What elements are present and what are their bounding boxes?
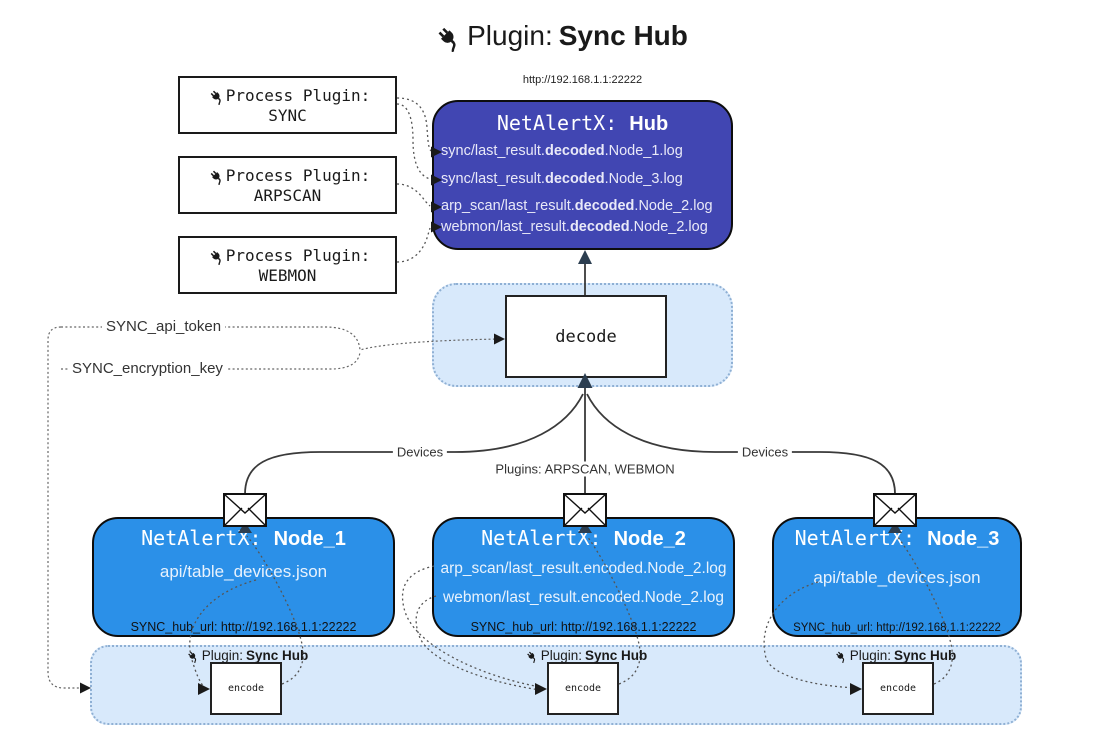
node2-hub-url: SYNC_hub_url: http://192.168.1.1:22222 (470, 620, 697, 634)
log-bold: decoded (574, 198, 635, 214)
encode-box-1: encode (210, 662, 282, 715)
log-post: .Node_1.log (604, 143, 683, 159)
hub-log-row: sync/last_result.decoded.Node_1.log (441, 143, 733, 161)
node3-file: api/table_devices.json (813, 568, 981, 587)
process-plugin-webmon-box: Process Plugin: WEBMON (178, 236, 397, 294)
process-plugin-arpscan-line1: Process Plugin: (205, 165, 371, 185)
badge-bold: Sync Hub (894, 648, 957, 663)
node3-title: NetAlertX: Node_3 (772, 526, 1022, 551)
plugins-edge-label: Plugins: ARPSCAN, WEBMON (491, 461, 679, 477)
node1-file: api/table_devices.json (159, 562, 328, 581)
node1-title: NetAlertX: Node_1 (92, 526, 395, 551)
log-bold: decoded (569, 219, 630, 235)
log-post: .Node_3.log (604, 171, 683, 187)
encode-box-3: encode (862, 662, 934, 715)
badge-bold: Sync Hub (246, 648, 309, 663)
page-title: Plugin: Sync Hub (0, 16, 1117, 56)
sync-encryption-key-label: SYNC_encryption_key (68, 360, 227, 377)
encode-box-2: encode (547, 662, 619, 715)
plug-icon (523, 648, 538, 663)
decode-box: decode (505, 295, 667, 378)
log-bold: decoded (544, 171, 605, 187)
badge-bold: Sync Hub (585, 648, 648, 663)
node-title-name: Node_2 (613, 528, 686, 550)
title-pre: Plugin: (467, 20, 553, 51)
log-pre: arp_scan/last_result. (441, 198, 575, 214)
hub-log-row: arp_scan/last_result.decoded.Node_2.log (441, 198, 733, 216)
badge-pre: Plugin: (849, 648, 892, 663)
process-plugin-webmon-name: WEBMON (258, 265, 317, 285)
log-pre: sync/last_result. (441, 171, 545, 187)
process-plugin-arpscan-box: Process Plugin: ARPSCAN (178, 156, 397, 214)
badge-pre: Plugin: (540, 648, 583, 663)
plug-icon (429, 20, 461, 52)
log-pre: webmon/last_result. (441, 219, 570, 235)
node-title-prefix: NetAlertX: (141, 526, 274, 550)
node-title-name: Node_1 (273, 528, 346, 550)
title-bold: Sync Hub (558, 20, 688, 51)
process-plugin-sync-line1: Process Plugin: (205, 85, 371, 105)
hub-url: http://192.168.1.1:22222 (522, 74, 643, 86)
badge-pre: Plugin: (201, 648, 244, 663)
log-post: .Node_2.log (629, 219, 708, 235)
hub-log-row: sync/last_result.decoded.Node_3.log (441, 171, 733, 189)
process-plugin-label: Process Plugin: (225, 245, 371, 265)
log-pre: sync/last_result. (441, 143, 545, 159)
log-bold: decoded (544, 143, 605, 159)
log-post: .Node_2.log (634, 198, 713, 214)
node1-hub-url: SYNC_hub_url: http://192.168.1.1:22222 (130, 620, 357, 634)
connectors-config (47, 326, 505, 694)
node-title-name: Node_3 (927, 528, 1000, 550)
sync-hub-badge-1: Plugin: Sync Hub (184, 648, 309, 663)
plug-icon (205, 166, 224, 185)
process-plugin-label: Process Plugin: (225, 85, 371, 105)
node2-file: webmon/last_result.encoded.Node_2.log (443, 589, 724, 606)
plug-icon (184, 648, 199, 663)
hub-log-row: webmon/last_result.decoded.Node_2.log (441, 219, 733, 237)
node-title-prefix: NetAlertX: (481, 526, 614, 550)
hub-title: NetAlertX: Hub (432, 111, 733, 136)
plug-icon (205, 246, 224, 265)
devices-edge-label-right: Devices (737, 444, 793, 460)
node3-hub-url: SYNC_hub_url: http://192.168.1.1:22222 (793, 622, 1001, 634)
process-plugin-label: Process Plugin: (225, 165, 371, 185)
plug-icon (832, 648, 847, 663)
hub-title-prefix: NetAlertX: (496, 111, 630, 135)
node2-title: NetAlertX: Node_2 (432, 526, 735, 551)
hub-title-name: Hub (629, 113, 669, 135)
node2-file: arp_scan/last_result.encoded.Node_2.log (440, 560, 727, 577)
node-title-prefix: NetAlertX: (794, 526, 928, 550)
process-plugin-sync-name: SYNC (268, 105, 307, 125)
hub-box (432, 100, 733, 250)
process-plugin-sync-box: Process Plugin: SYNC (178, 76, 397, 134)
plug-icon (205, 86, 224, 105)
process-plugin-webmon-line1: Process Plugin: (205, 245, 371, 265)
process-plugin-arpscan-name: ARPSCAN (253, 185, 322, 205)
sync-api-token-label: SYNC_api_token (102, 318, 226, 335)
devices-edge-label-left: Devices (392, 444, 448, 460)
sync-hub-badge-3: Plugin: Sync Hub (832, 648, 957, 663)
sync-hub-badge-2: Plugin: Sync Hub (523, 648, 648, 663)
